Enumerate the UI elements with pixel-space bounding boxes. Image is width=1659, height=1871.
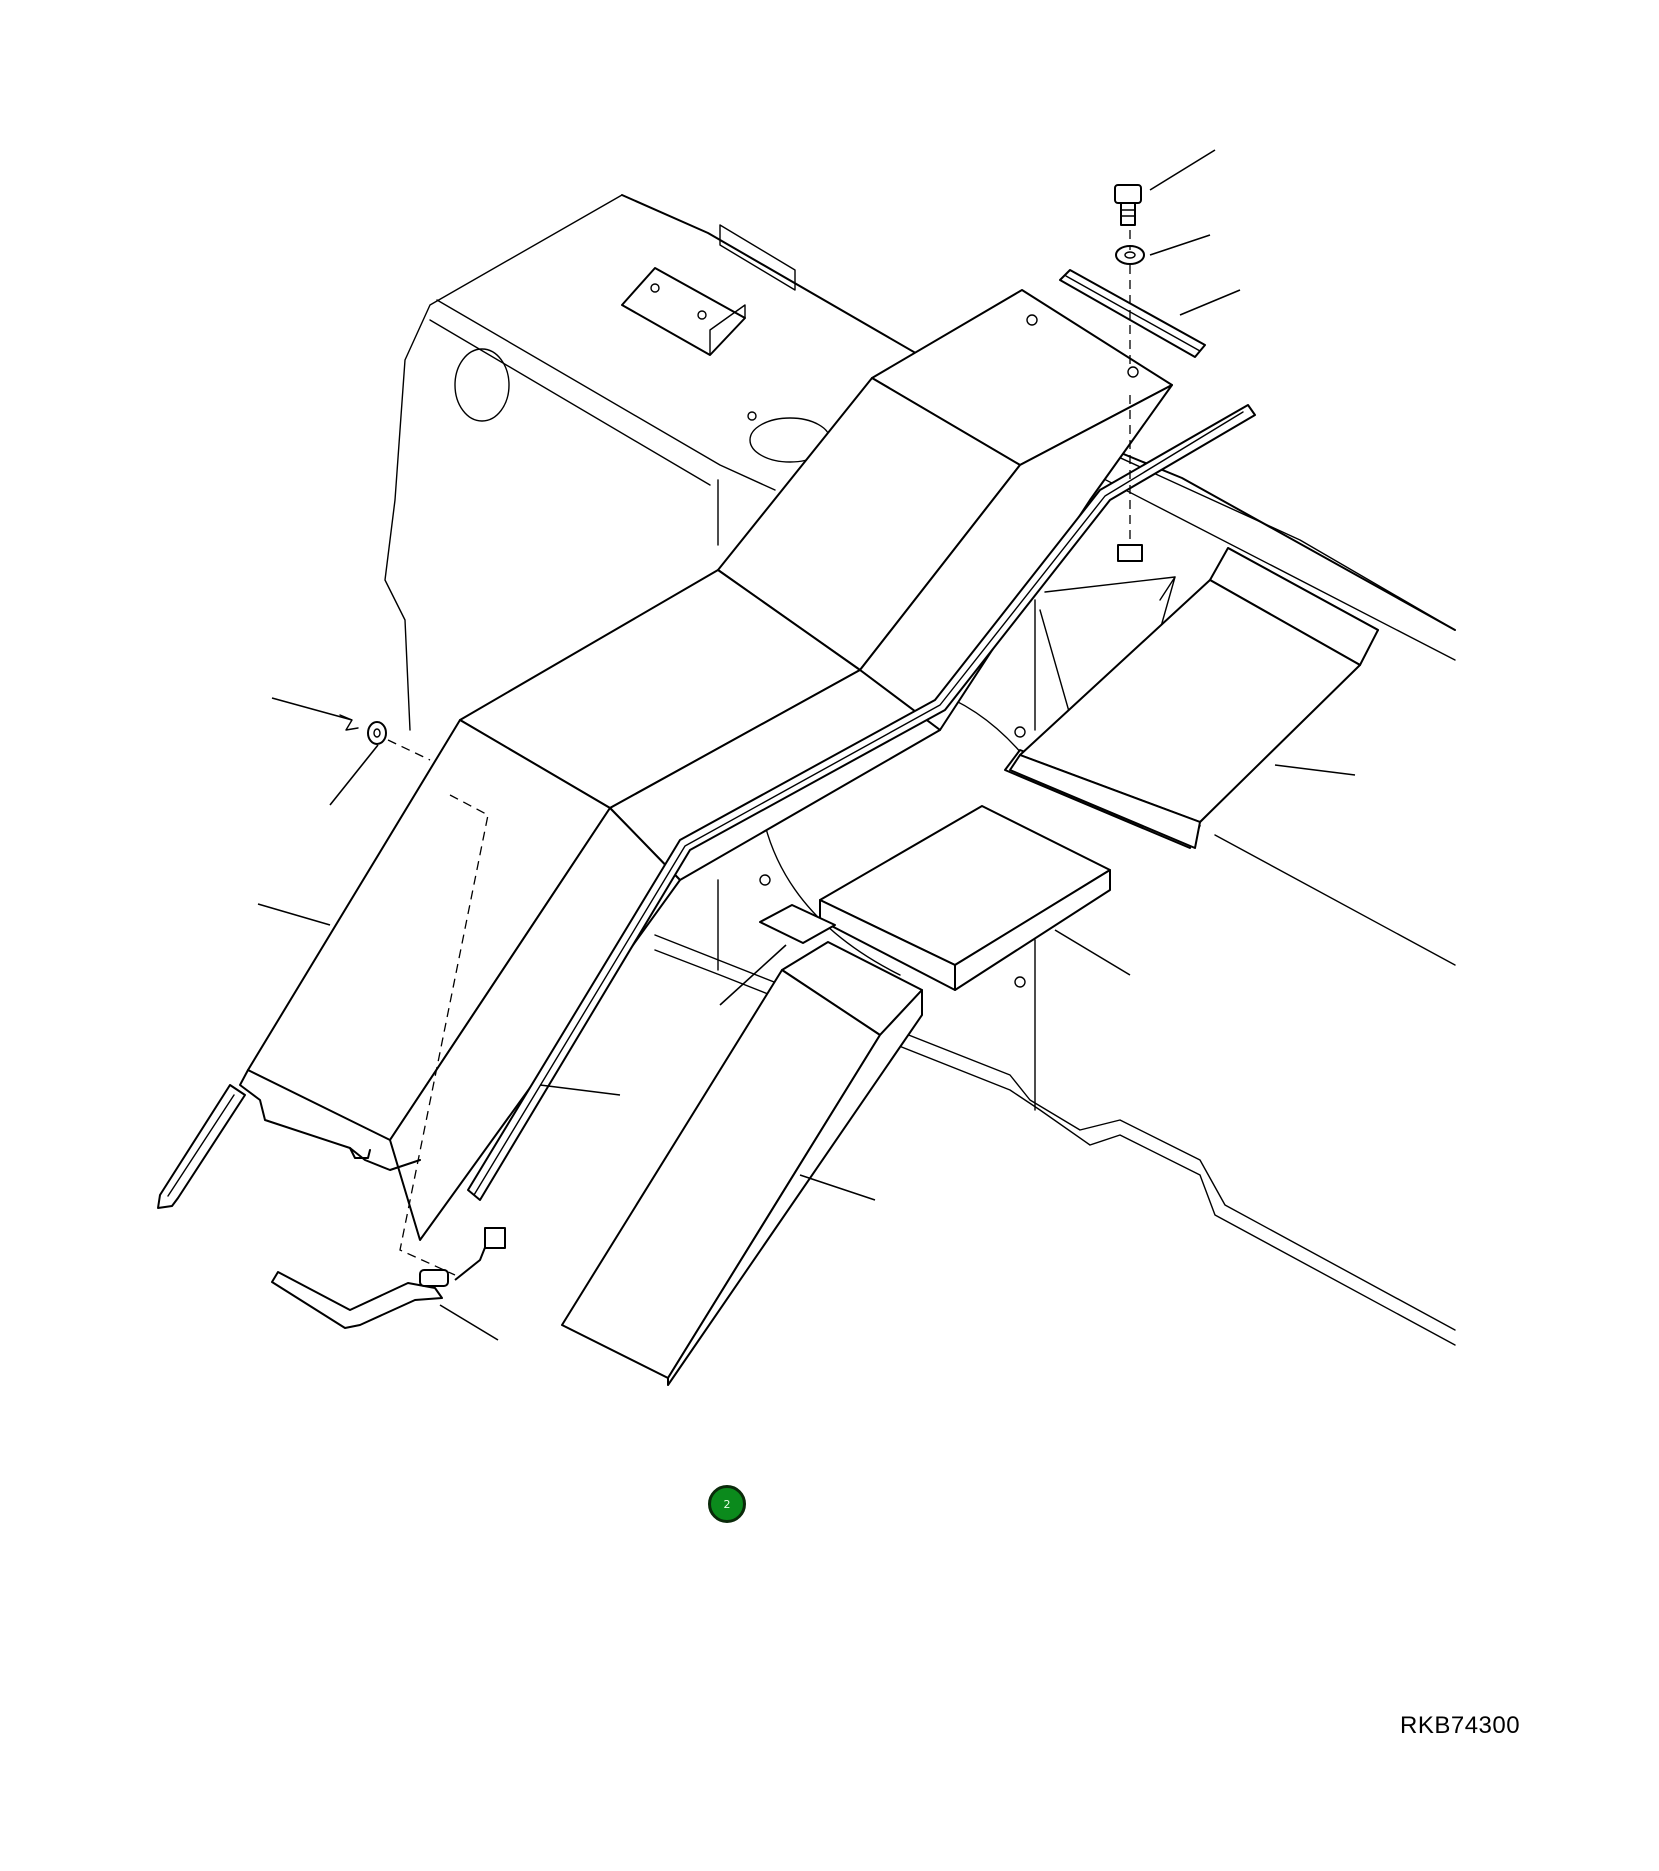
mounting-bracket [621,224,796,356]
callout-number: 2 [723,1497,731,1511]
insulation-pad-lower [561,941,923,1386]
insulation-pad-center [819,805,1111,991]
green-circle-icon[interactable]: 2 [708,1485,746,1523]
cotter-pin [339,714,359,731]
rubber-strip [1059,269,1206,358]
top-bolt [1114,184,1142,226]
grommet [367,721,387,745]
cable-loop [157,1084,246,1209]
wire-harness [271,1227,506,1329]
insulation-pad-small [759,904,836,944]
console-tunnel-cover [239,289,1173,1241]
drawing-id-label: RKB74300 [1400,1712,1521,1739]
leader-lines [257,149,1356,1341]
insulation-pad-right [1004,547,1379,849]
edge-seal-strip [467,404,1256,1201]
